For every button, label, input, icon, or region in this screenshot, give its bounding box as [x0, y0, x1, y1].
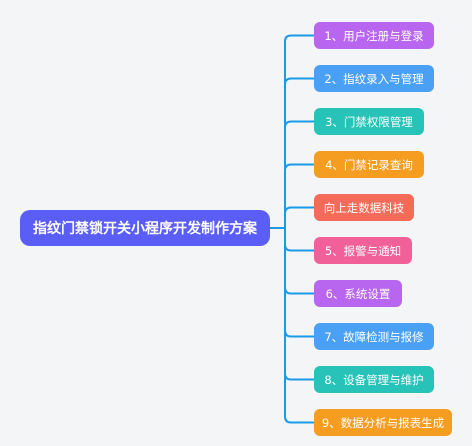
root-node-label: 指纹门禁锁开关小程序开发制作方案: [33, 221, 257, 237]
branch-connector: [284, 120, 314, 228]
branch-node-label: 1、用户注册与登录: [324, 28, 424, 43]
branch-node[interactable]: 1、用户注册与登录: [314, 22, 434, 49]
branch-node-label: 8、设备管理与维护: [324, 372, 424, 387]
branch-node[interactable]: 3、门禁权限管理: [314, 108, 424, 135]
branch-node-label: 7、故障检测与报修: [324, 329, 424, 344]
branch-node-label: 5、报警与通知: [324, 243, 402, 258]
branch-connector: [284, 163, 314, 228]
branch-node-label: 4、门禁记录查询: [325, 157, 413, 172]
branch-node[interactable]: 9、数据分析与报表生成: [314, 409, 452, 436]
branch-connector: [284, 206, 314, 228]
branch-connector: [284, 228, 314, 295]
branch-connector: [284, 228, 314, 252]
branch-node[interactable]: 4、门禁记录查询: [314, 151, 424, 178]
branch-connector: [284, 77, 314, 228]
branch-node[interactable]: 6、系统设置: [314, 280, 402, 307]
branch-connector: [284, 228, 314, 338]
branch-node-label: 3、门禁权限管理: [325, 114, 413, 129]
branch-node[interactable]: 5、报警与通知: [314, 237, 412, 264]
branch-node-label: 2、指纹录入与管理: [324, 71, 424, 86]
branch-node[interactable]: 7、故障检测与报修: [314, 323, 434, 350]
branch-connector: [284, 34, 314, 228]
branch-connector: [284, 228, 314, 424]
branch-node-label: 9、数据分析与报表生成: [321, 415, 445, 430]
branch-node[interactable]: 8、设备管理与维护: [314, 366, 434, 393]
branch-node[interactable]: 2、指纹录入与管理: [314, 65, 434, 92]
branch-node-label: 向上走数据科技: [323, 200, 405, 215]
root-node[interactable]: 指纹门禁锁开关小程序开发制作方案: [20, 210, 270, 246]
branch-node-label: 6、系统设置: [325, 286, 391, 301]
branch-node[interactable]: 向上走数据科技: [314, 194, 414, 221]
